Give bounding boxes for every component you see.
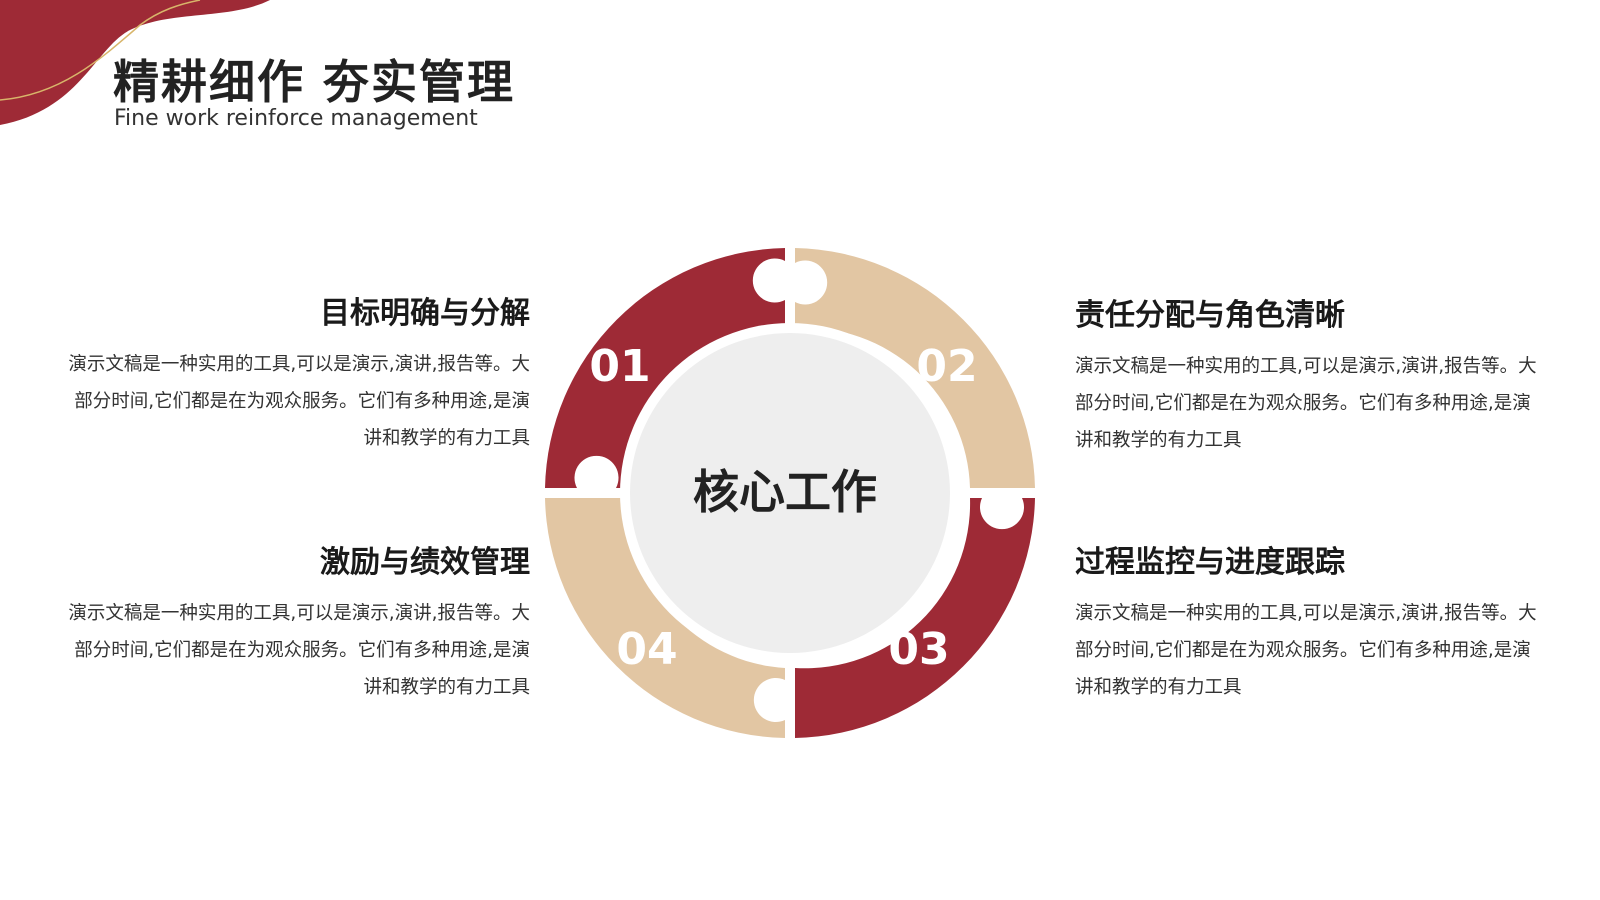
item-title: 责任分配与角色清晰 xyxy=(1075,298,1345,333)
item-title: 过程监控与进度跟踪 xyxy=(1075,545,1345,580)
segment-01 xyxy=(545,248,785,488)
page-title: 精耕细作 夯实管理 xyxy=(113,55,516,109)
segment-04 xyxy=(545,498,785,738)
item-body: 演示文稿是一种实用的工具,可以是演示,演讲,报告等。大部分时间,它们都是在为观众… xyxy=(1075,356,1537,451)
center-circle xyxy=(630,333,950,653)
segment-02 xyxy=(795,248,1035,488)
core-work-diagram: 01 02 03 04 核心工作 xyxy=(545,248,1035,738)
page-subtitle: Fine work reinforce management xyxy=(114,106,478,131)
segment-number-01: 01 xyxy=(589,341,650,392)
corner-wave-decoration xyxy=(0,0,270,125)
segment-03 xyxy=(795,498,1035,738)
item-body: 演示文稿是一种实用的工具,可以是演示,演讲,报告等。大部分时间,它们都是在为观众… xyxy=(68,603,530,698)
center-label: 核心工作 xyxy=(693,465,877,519)
segment-number-02: 02 xyxy=(916,341,977,392)
item-title: 目标明确与分解 xyxy=(320,296,530,331)
item-block-03: 过程监控与进度跟踪 演示文稿是一种实用的工具,可以是演示,演讲,报告等。大部分时… xyxy=(1075,537,1545,706)
item-body: 演示文稿是一种实用的工具,可以是演示,演讲,报告等。大部分时间,它们都是在为观众… xyxy=(1075,603,1537,698)
item-block-01: 目标明确与分解 演示文稿是一种实用的工具,可以是演示,演讲,报告等。大部分时间,… xyxy=(60,288,530,457)
item-body: 演示文稿是一种实用的工具,可以是演示,演讲,报告等。大部分时间,它们都是在为观众… xyxy=(68,354,530,449)
segment-number-03: 03 xyxy=(888,624,949,675)
item-title: 激励与绩效管理 xyxy=(320,545,530,580)
segment-number-04: 04 xyxy=(616,624,677,675)
item-block-04: 激励与绩效管理 演示文稿是一种实用的工具,可以是演示,演讲,报告等。大部分时间,… xyxy=(60,537,530,706)
item-block-02: 责任分配与角色清晰 演示文稿是一种实用的工具,可以是演示,演讲,报告等。大部分时… xyxy=(1075,290,1545,459)
